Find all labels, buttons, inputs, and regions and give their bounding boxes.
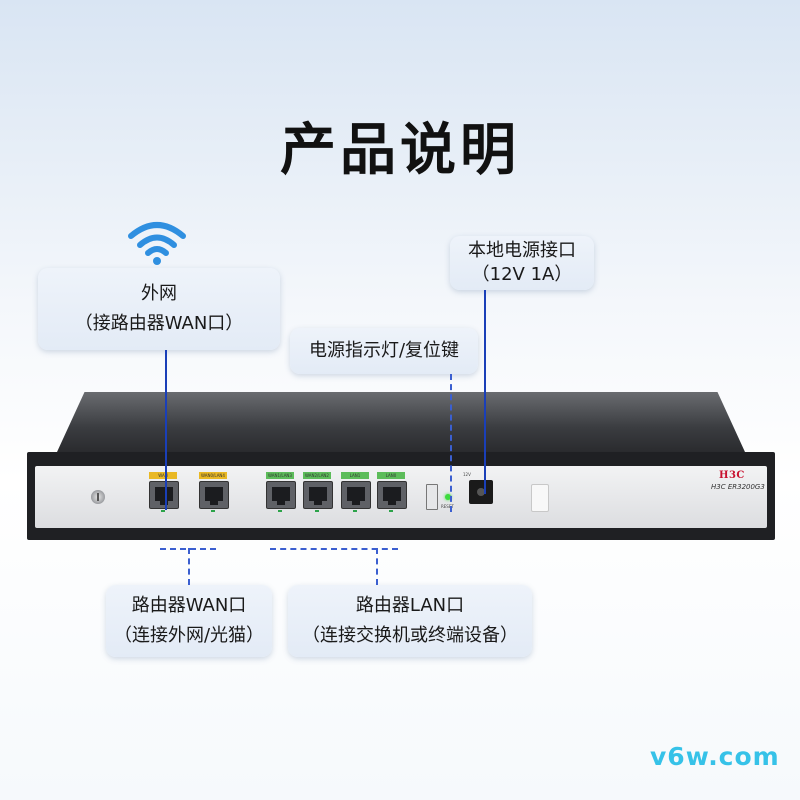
connector-router-lan-h (270, 548, 398, 550)
port-label-wan0-lan4: WAN0/LAN4 (199, 472, 227, 479)
callout-power-led: 电源指示灯/复位键 (290, 328, 478, 374)
port-led (389, 510, 393, 512)
callout-power-port-line1: 本地电源接口 (468, 240, 576, 261)
callout-router-lan-line1: 路由器LAN口 (355, 595, 465, 616)
callout-router-wan-line2: （连接外网/光猫） (113, 625, 265, 646)
wifi-icon (128, 222, 186, 265)
router-body: WAN WAN0/LAN4 WAN1/LAN3 WAN2/LAN2 LAN1 L… (27, 452, 775, 540)
connector-power-port (484, 290, 486, 494)
port-led (353, 510, 357, 512)
port-led (278, 510, 282, 512)
port-led (315, 510, 319, 512)
callout-power-led-line1: 电源指示灯/复位键 (308, 340, 460, 361)
callout-external-wan: 外网 （接路由器WAN口） (38, 268, 280, 350)
port-wan0-lan4[interactable] (199, 481, 229, 509)
ground-screw-icon (91, 490, 105, 504)
rack-ear (531, 484, 549, 512)
port-lan1[interactable] (341, 481, 371, 509)
port-label-wan2-lan2: WAN2/LAN2 (303, 472, 331, 479)
port-led (211, 510, 215, 512)
callout-power-port-line2: （12V 1A） (471, 264, 573, 285)
brand-logo: H3C (719, 470, 745, 481)
callout-router-wan-line1: 路由器WAN口 (131, 595, 247, 616)
port-led (161, 510, 165, 512)
connector-power-led (450, 374, 452, 512)
usb-port[interactable] (426, 484, 438, 510)
reset-label: RESET (441, 504, 454, 509)
callout-external-wan-line1: 外网 (141, 283, 177, 304)
router-top-cover (57, 392, 745, 452)
port-label-lan0: LAN0 (377, 472, 405, 479)
callout-power-port: 本地电源接口 （12V 1A） (450, 236, 594, 290)
page-title: 产品说明 (280, 118, 520, 183)
port-wan1-lan3[interactable] (266, 481, 296, 509)
power-label: 12V (463, 472, 471, 477)
port-lan0[interactable] (377, 481, 407, 509)
router-device: WAN WAN0/LAN4 WAN1/LAN3 WAN2/LAN2 LAN1 L… (27, 392, 775, 540)
connector-router-lan-v (376, 548, 378, 585)
model-label: H3C ER3200G3 (711, 483, 765, 491)
port-wan[interactable] (149, 481, 179, 509)
callout-router-lan: 路由器LAN口 （连接交换机或终端设备） (288, 585, 532, 657)
callout-router-wan: 路由器WAN口 （连接外网/光猫） (106, 585, 272, 657)
port-wan2-lan2[interactable] (303, 481, 333, 509)
port-label-lan1: LAN1 (341, 472, 369, 479)
dc-power-port[interactable] (469, 480, 493, 504)
port-label-wan: WAN (149, 472, 177, 479)
router-front-panel: WAN WAN0/LAN4 WAN1/LAN3 WAN2/LAN2 LAN1 L… (35, 466, 767, 528)
connector-router-wan-v (188, 548, 190, 585)
callout-router-lan-line2: （连接交换机或终端设备） (302, 625, 518, 646)
power-led-reset-button[interactable] (445, 494, 451, 500)
callout-external-wan-line2: （接路由器WAN口） (74, 313, 244, 334)
connector-external-wan (165, 350, 167, 510)
watermark: v6w.com (650, 742, 780, 771)
port-label-wan1-lan3: WAN1/LAN3 (266, 472, 294, 479)
